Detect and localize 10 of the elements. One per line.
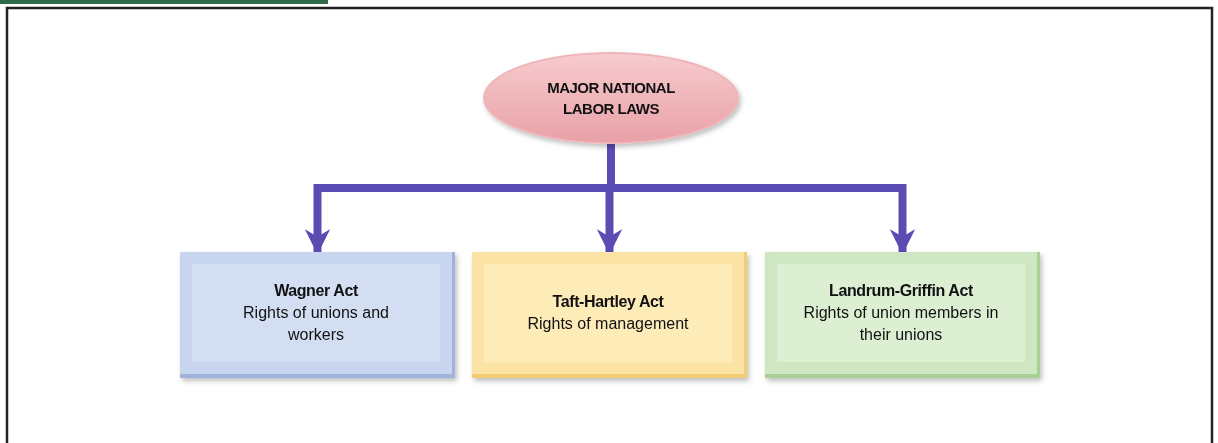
law-title: Wagner Act xyxy=(274,281,358,301)
law-title: Landrum-Griffin Act xyxy=(829,281,973,301)
law-description: Rights of union members in their unions xyxy=(802,303,1000,345)
law-description: Rights of unions and workers xyxy=(242,303,390,345)
law-description: Rights of management xyxy=(527,314,689,334)
title-text: MAJOR NATIONAL LABOR LAWS xyxy=(546,78,676,119)
law-title: Taft-Hartley Act xyxy=(552,292,664,312)
law-card xyxy=(180,252,455,378)
law-card xyxy=(472,252,747,378)
law-card xyxy=(765,252,1040,378)
